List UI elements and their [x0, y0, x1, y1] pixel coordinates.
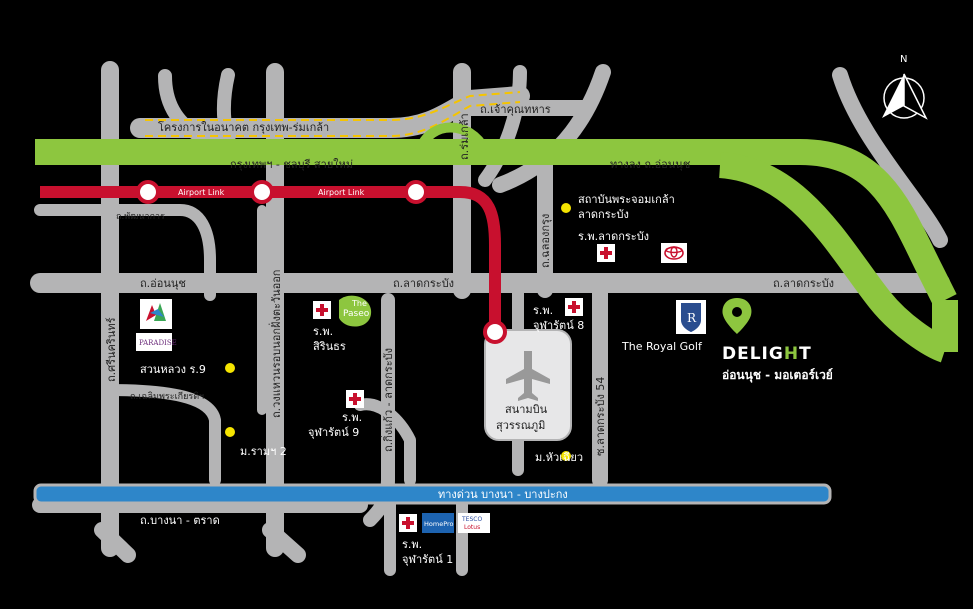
brand-text-h: H	[784, 344, 799, 364]
lotus-text: Lotus	[464, 524, 480, 531]
place-labels: สถาบันพระจอมเกล้า ลาดกระบัง ร.พ.ลาดกระบั…	[140, 193, 703, 566]
label-chularat1-1: ร.พ.	[402, 538, 422, 551]
label-airport-link-1: Airport Link	[178, 188, 225, 197]
label-chaokhun-thahan: ถ.เจ้าคุณทหาร	[480, 103, 551, 116]
label-chularat8-1: ร.พ.	[533, 304, 553, 317]
paseo-the: The	[351, 299, 367, 308]
label-outer-ring: ถ.วงแหวนรอบนอกฝั่งตะวันออก	[268, 270, 283, 418]
label-king-kaeo: ถ.กิ่งแก้ว - ลาดกระบัง	[380, 348, 395, 452]
tesco-text: TESCO	[461, 516, 482, 523]
airport-link-station[interactable]	[136, 180, 160, 204]
label-sirinthorn-1: ร.พ.	[313, 325, 333, 338]
label-rama9-park: สวนหลวง ร.9	[140, 363, 206, 376]
hospital-icon	[597, 244, 615, 262]
label-rama2-village: ม.รามฯ 2	[240, 445, 287, 458]
label-srinakarin: ถ.ศรีนครินทร์	[105, 317, 118, 382]
label-chaloem-phrakiat: ถ.เฉลิมพระเกียรติฯ	[130, 391, 204, 402]
road-labels: โครงการในอนาคต กรุงเทพ-ร่มเกล้า ถ.เจ้าคุ…	[105, 103, 834, 527]
road-king-kaeo-curve	[354, 398, 416, 486]
future-road	[130, 86, 530, 138]
label-lat-krabang-right: ถ.ลาดกระบัง	[773, 277, 834, 290]
brand-text-post: T	[799, 344, 812, 364]
label-airport-link-2: Airport Link	[318, 188, 365, 197]
hospital-icon	[313, 301, 331, 319]
brand-text-pre: DELIG	[722, 344, 784, 364]
label-chalong-krung: ถ.ฉลองกรุง	[539, 214, 552, 268]
label-lat-krabang-mid: ถ.ลาดกระบัง	[393, 277, 454, 290]
airport-link-station[interactable]	[404, 180, 428, 204]
paseo-logo: The Paseo	[339, 295, 372, 327]
homepro-logo: HomePro	[422, 513, 454, 533]
airport-terminal[interactable]	[483, 320, 572, 441]
airport-link	[40, 180, 501, 332]
label-royal-golf: The Royal Golf	[621, 340, 703, 353]
compass-north-label: N	[900, 54, 907, 65]
label-sirinthorn-2: สิรินธร	[313, 340, 346, 353]
airport-link-terminal-station[interactable]	[483, 320, 507, 344]
expressway	[33, 483, 832, 505]
delight-brand[interactable]: DELIGHT อ่อนนุช - มอเตอร์เวย์	[722, 344, 833, 383]
airplane-icon	[506, 351, 550, 401]
airport-link-station[interactable]	[250, 180, 274, 204]
poi-dot	[225, 363, 235, 373]
label-phatthanakan: ถ.พัฒนาการ	[116, 212, 165, 222]
label-romklao: ถ.ร่มเกล้า	[458, 113, 471, 160]
paseo-text: Paseo	[343, 309, 370, 319]
label-on-nut: ถ.อ่อนนุช	[140, 277, 186, 290]
hospital-icon	[346, 390, 364, 408]
label-chularat9-1: ร.พ.	[342, 411, 362, 424]
royal-golf-logo: R	[676, 300, 706, 334]
label-chularat9-2: จุฬารัตน์ 9	[308, 426, 359, 439]
road-chaloem-phrakiat	[104, 384, 221, 486]
label-airport-1: สนามบิน	[505, 403, 548, 416]
label-bangna-trat: ถ.บางนา - ตราด	[140, 514, 220, 527]
hospital-icon	[399, 514, 417, 532]
poi-dot	[561, 203, 571, 213]
svg-text:DELIGHT: DELIGHT	[722, 344, 812, 364]
poi-dot	[561, 451, 571, 461]
poi-dot	[225, 427, 235, 437]
label-kmitl-2: ลาดกระบัง	[578, 208, 629, 221]
label-on-nut-exit: ทางลง ถ.อ่อนนุช	[610, 158, 690, 171]
label-bangna-expressway: ทางด่วน บางนา - บางปะกง	[438, 488, 568, 501]
label-kmitl-1: สถาบันพระจอมเกล้า	[578, 193, 675, 206]
label-lat-krabang-hospital: ร.พ.ลาดกระบัง	[578, 230, 649, 243]
hospital-icons	[313, 244, 615, 532]
label-lat-krabang-54: ซ.ลาดกระบัง 54	[594, 377, 607, 456]
label-chularat1-2: จุฬารัตน์ 1	[402, 553, 453, 566]
motorway	[35, 122, 958, 363]
label-future-project: โครงการในอนาคต กรุงเทพ-ร่มเกล้า	[158, 120, 329, 134]
road-right-curve	[832, 67, 948, 248]
poi-dots	[225, 203, 571, 461]
label-hua-khiao: ม.หัวเฉียว	[535, 451, 583, 464]
label-chularat8-2: จุฬารัตน์ 8	[533, 319, 584, 332]
compass-north-icon: N	[882, 54, 928, 120]
homepro-text: HomePro	[424, 520, 454, 528]
svg-text:R: R	[687, 311, 697, 325]
toyota-logo	[661, 243, 687, 263]
label-airport-2: สุวรรณภูมิ	[496, 419, 545, 432]
mall-logo	[140, 299, 172, 329]
brand-subtitle: อ่อนนุช - มอเตอร์เวย์	[722, 368, 833, 383]
paradise-logo: PARADISE	[136, 333, 177, 351]
hospital-icon	[565, 298, 583, 316]
label-krungthep-chonburi: กรุงเทพฯ - ชลบุรี สายใหม่	[230, 158, 353, 171]
road-phatthanakan	[34, 204, 216, 301]
tesco-lotus-logo: TESCO Lotus	[458, 513, 490, 533]
paradise-text: PARADISE	[139, 339, 177, 347]
road-bangna-right-curve	[262, 522, 306, 563]
location-pin-icon[interactable]	[722, 298, 752, 334]
road-bangna-left-curve	[94, 522, 136, 563]
